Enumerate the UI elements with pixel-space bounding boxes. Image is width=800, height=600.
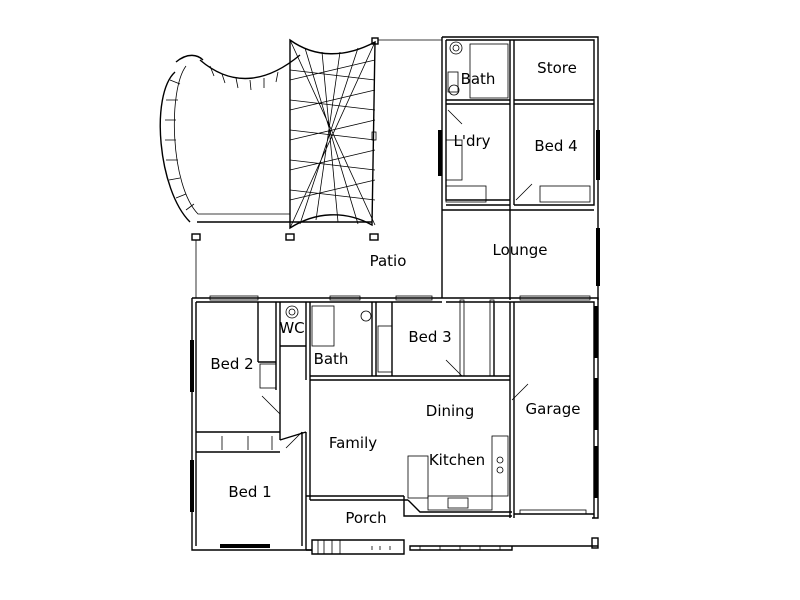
room-label-bath-top: Bath	[460, 70, 496, 88]
patio-outline	[195, 39, 442, 298]
pool-area	[159, 37, 379, 241]
windows	[190, 130, 600, 548]
room-label-patio: Patio	[369, 252, 407, 270]
room-label-porch: Porch	[345, 509, 387, 527]
room-label-bed4: Bed 4	[534, 137, 578, 155]
room-label-bed2: Bed 2	[210, 355, 254, 373]
room-label-dining: Dining	[425, 402, 475, 420]
room-label-bath-mid: Bath	[313, 350, 349, 368]
room-label-bed3: Bed 3	[408, 328, 452, 346]
room-label-garage: Garage	[525, 400, 581, 418]
doors	[261, 109, 533, 449]
walls	[191, 36, 599, 555]
fixtures	[259, 41, 591, 511]
room-label-bed1: Bed 1	[228, 483, 272, 501]
room-label-wc: WC	[279, 319, 305, 337]
room-label-lounge: Lounge	[492, 241, 548, 259]
room-label-kitchen: Kitchen	[428, 451, 486, 469]
room-label-laundry: L'dry	[453, 132, 491, 150]
room-label-store: Store	[537, 59, 577, 77]
room-label-family: Family	[328, 434, 378, 452]
